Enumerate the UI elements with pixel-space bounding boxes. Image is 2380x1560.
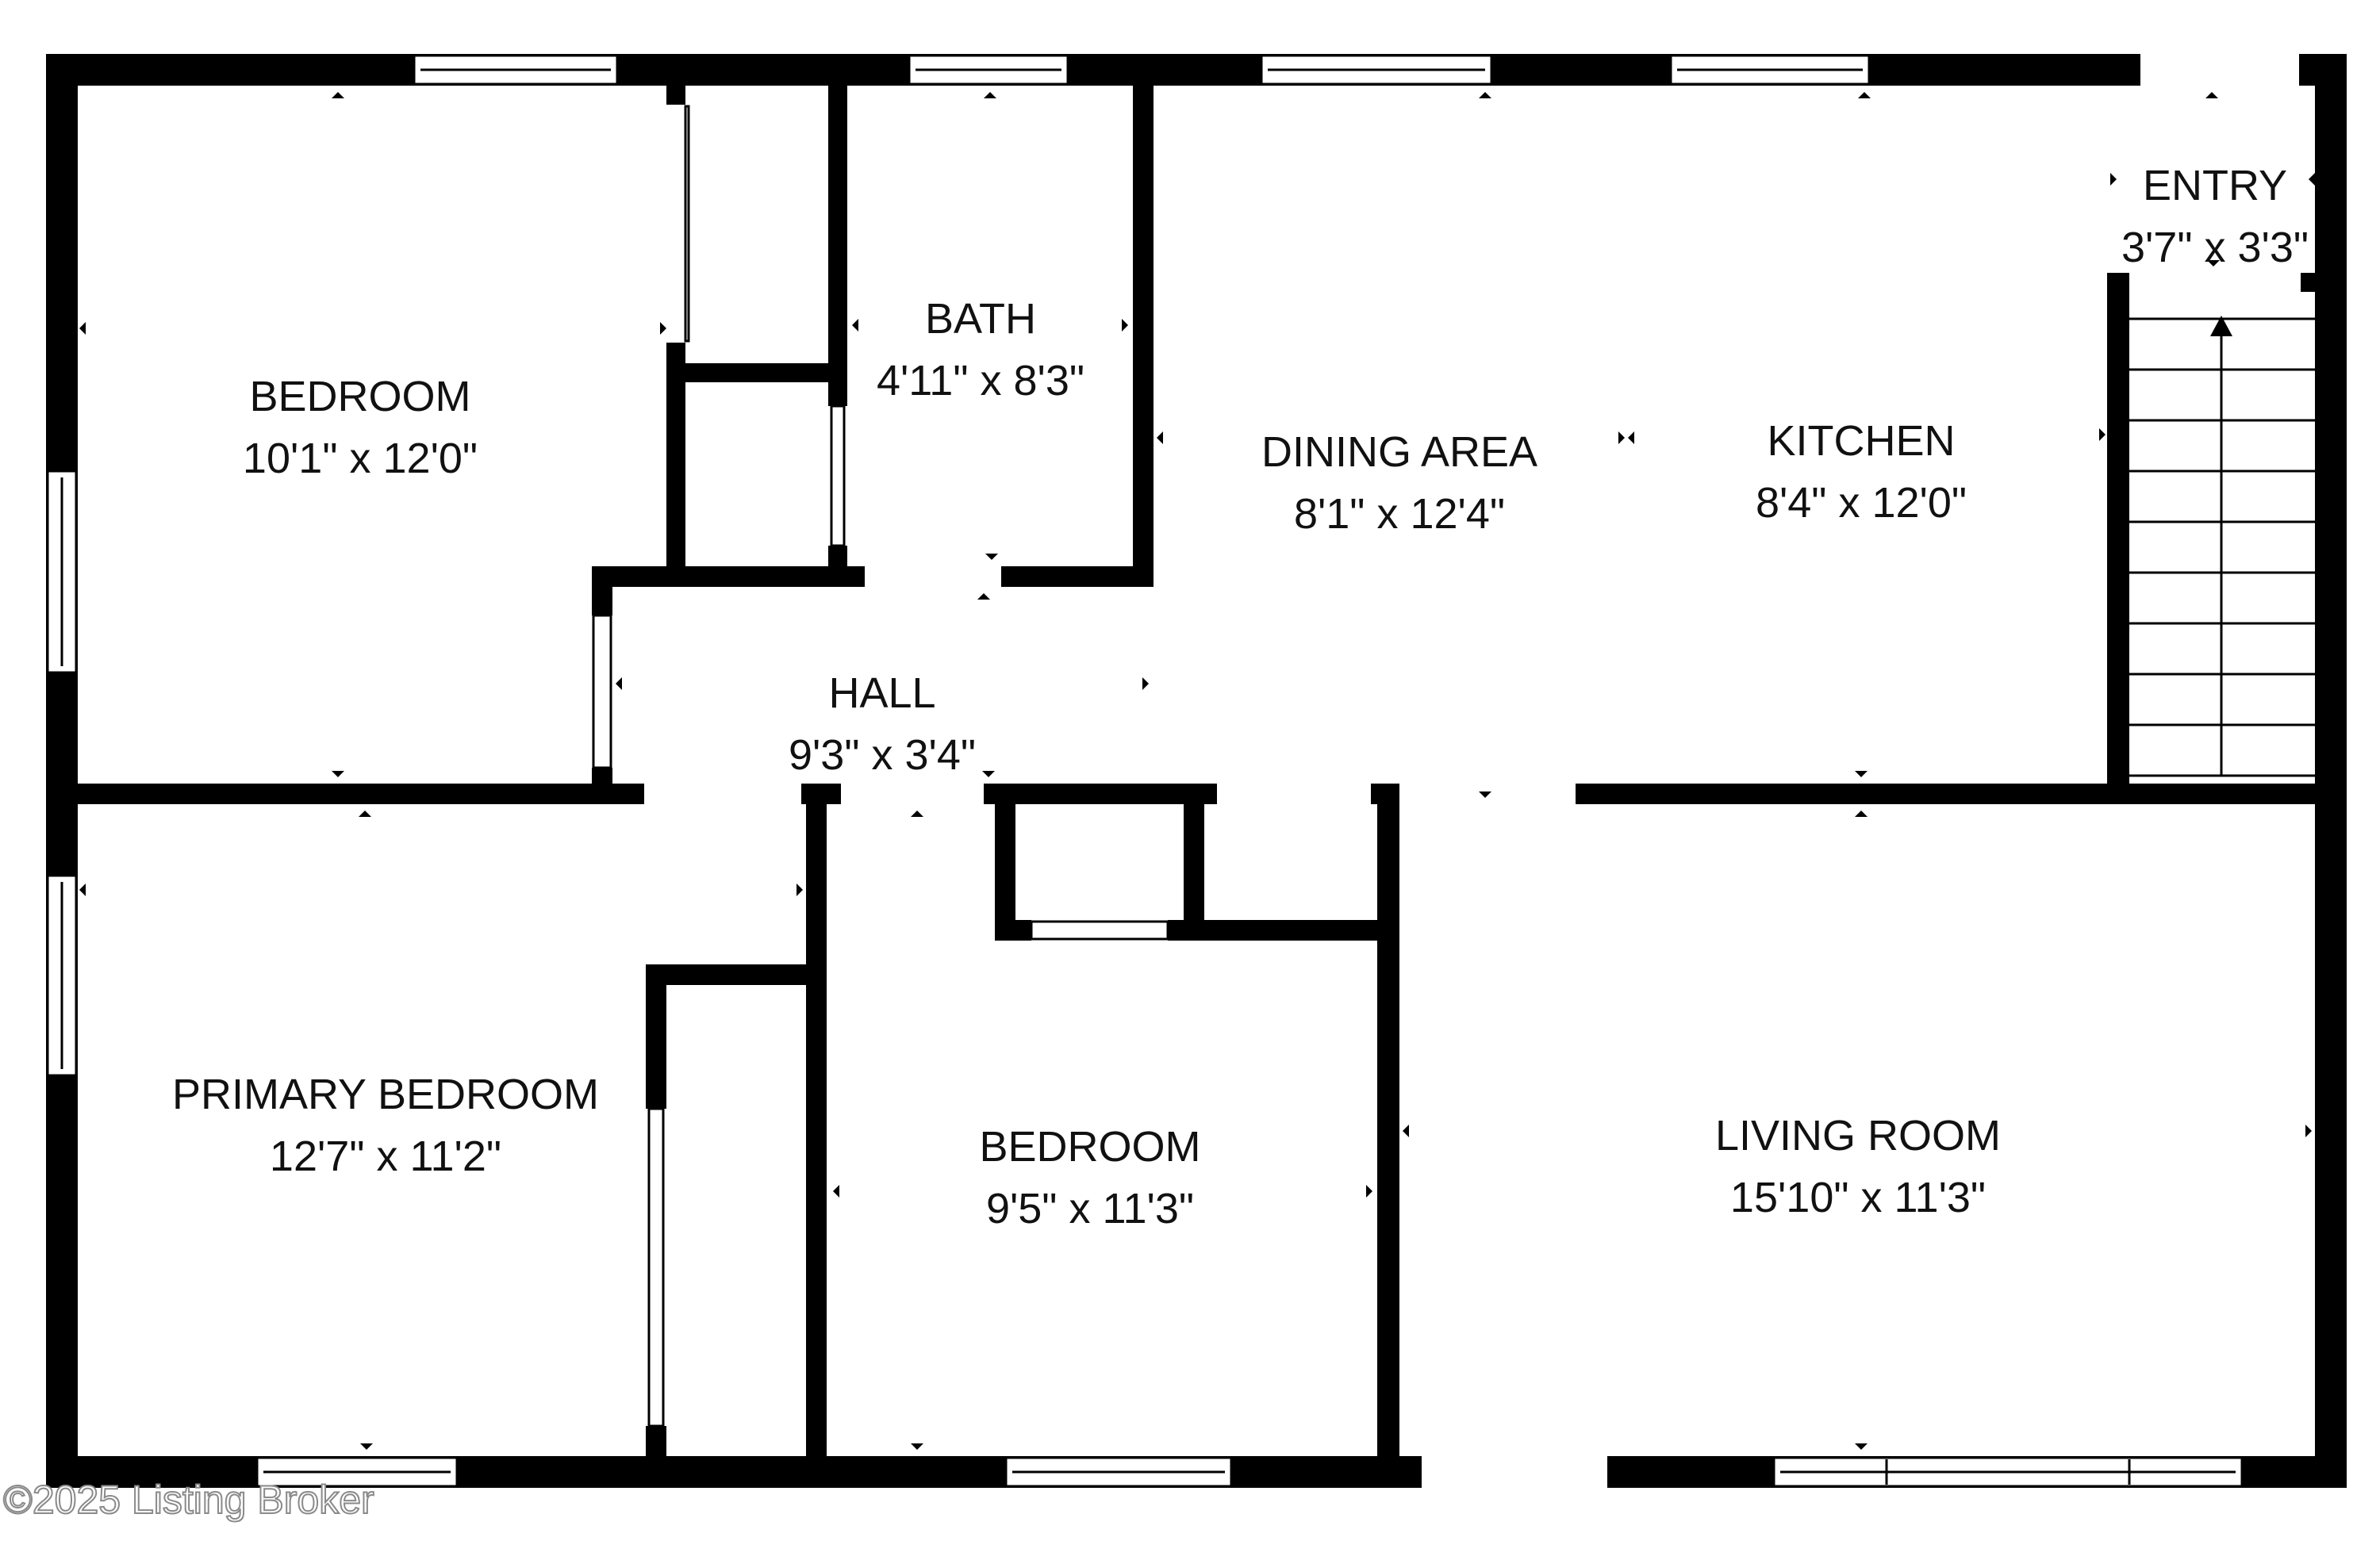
interior-walls (46, 79, 2347, 1466)
room-name: PRIMARY BEDROOM (172, 1071, 599, 1118)
room-name: LIVING ROOM (1715, 1112, 2001, 1159)
window-left-2 (46, 874, 78, 1077)
closet-opening-3 (647, 1107, 665, 1428)
window-top-2 (908, 54, 1069, 86)
watermark: ©2025 Listing Broker (3, 1478, 374, 1522)
room-size: 3'7" x 3'3" (2121, 224, 2309, 271)
room-size: 10'1" x 12'0" (243, 435, 478, 482)
room-living-room: LIVING ROOM 15'10" x 11'3" (1715, 1112, 2001, 1221)
closet-opening-1 (684, 105, 690, 343)
room-entry: ENTRY 3'7" x 3'3" (2121, 162, 2309, 271)
room-size: 9'3" x 3'4" (789, 731, 976, 779)
stair-arrow-icon (2210, 316, 2232, 336)
openings (865, 52, 2299, 1489)
window-left-1 (46, 470, 78, 674)
windows (46, 54, 2244, 1488)
closet-opening-2 (1030, 920, 1169, 941)
window-top-3 (1260, 54, 1493, 86)
closet-opening-4 (830, 404, 846, 547)
stairs (2129, 316, 2315, 777)
room-bedroom-s: BEDROOM 9'5" x 11'3" (979, 1123, 1200, 1232)
room-size: 4'11" x 8'3" (877, 357, 1084, 404)
window-bottom-1 (255, 1456, 459, 1488)
window-bottom-2 (1004, 1456, 1233, 1488)
window-top-1 (413, 54, 619, 86)
room-name: KITCHEN (1767, 417, 1955, 465)
room-name: BEDROOM (249, 373, 470, 420)
room-name: BATH (925, 295, 1036, 343)
room-dining-area: DINING AREA 8'1" x 12'4" (1261, 428, 1537, 538)
room-size: 15'10" x 11'3" (1730, 1174, 1986, 1221)
room-size: 8'1" x 12'4" (1294, 490, 1505, 538)
room-primary-bedroom: PRIMARY BEDROOM 12'7" x 11'2" (172, 1071, 599, 1180)
room-size: 9'5" x 11'3" (986, 1185, 1194, 1232)
room-kitchen: KITCHEN 8'4" x 12'0" (1756, 417, 1967, 527)
room-name: BEDROOM (979, 1123, 1200, 1171)
room-size: 8'4" x 12'0" (1756, 479, 1967, 527)
hall-opening (592, 614, 612, 769)
room-name: HALL (828, 669, 935, 717)
window-top-4 (1669, 54, 1871, 86)
room-bath: BATH 4'11" x 8'3" (877, 295, 1084, 404)
dimension-ticks (79, 92, 2315, 1450)
room-name: ENTRY (2143, 162, 2287, 209)
room-hall: HALL 9'3" x 3'4" (789, 669, 976, 779)
exterior-walls (46, 54, 2347, 1488)
room-size: 12'7" x 11'2" (270, 1133, 501, 1180)
room-name: DINING AREA (1261, 428, 1537, 476)
window-bottom-3 (1772, 1456, 2244, 1488)
room-bedroom-nw: BEDROOM 10'1" x 12'0" (243, 373, 478, 482)
